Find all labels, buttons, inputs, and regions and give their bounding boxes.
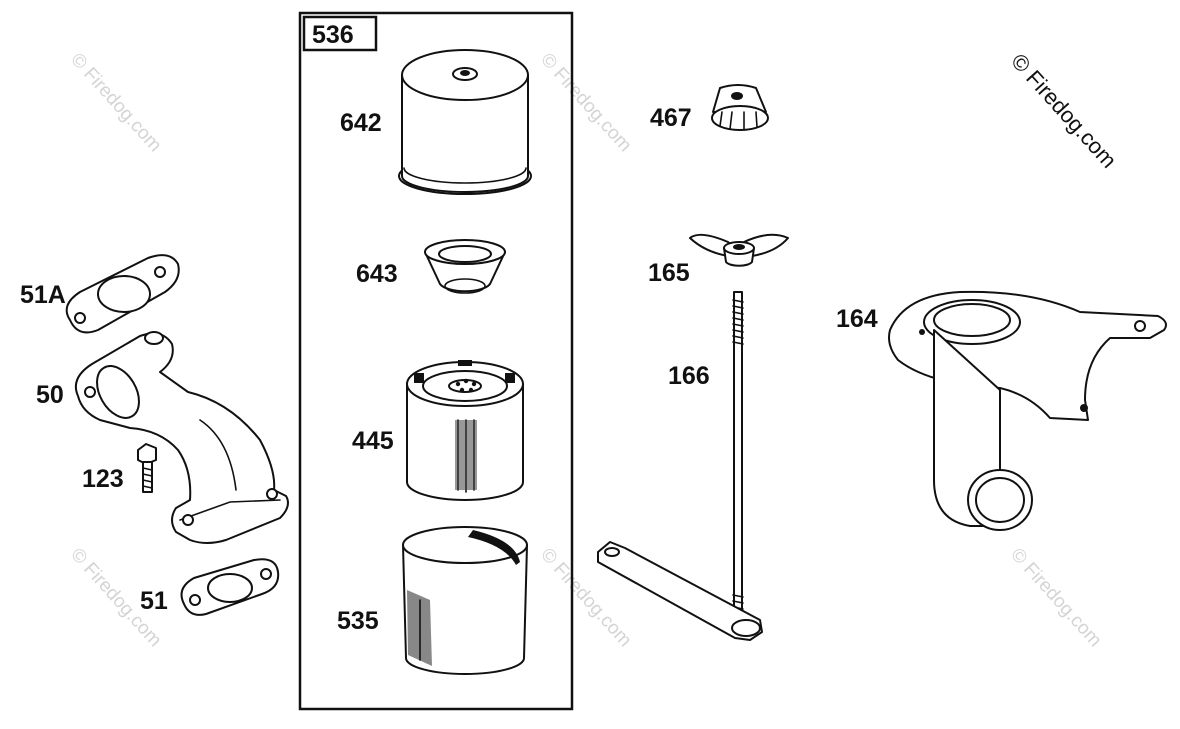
label-50: 50 xyxy=(36,381,64,409)
part-165-wingnut xyxy=(689,233,789,267)
label-164: 164 xyxy=(836,305,878,333)
part-166-stud xyxy=(597,291,763,641)
watermark-tile: © Firedog.com xyxy=(1006,544,1105,651)
kit-536-frame: 536 xyxy=(298,11,574,711)
watermark-tile: © Firedog.com xyxy=(66,49,165,156)
label-467: 467 xyxy=(650,104,692,132)
corner-watermark: © Firedog.com xyxy=(1006,49,1121,173)
label-165: 165 xyxy=(648,259,690,287)
part-467-knob xyxy=(711,84,769,131)
part-164-elbow xyxy=(888,290,1167,531)
part-643-seal xyxy=(424,239,506,294)
part-445-filter xyxy=(406,360,524,501)
part-535-precleaner xyxy=(402,526,528,675)
part-51-gasket xyxy=(180,558,280,616)
part-50-elbow xyxy=(74,331,289,544)
label-445: 445 xyxy=(352,427,394,455)
kit-label: 536 xyxy=(312,21,354,49)
part-51A-gasket xyxy=(65,254,180,334)
label-642: 642 xyxy=(340,109,382,137)
part-labels: 642 643 445 535 467 165 166 164 51A 50 1… xyxy=(20,104,878,635)
label-123: 123 xyxy=(82,465,124,493)
part-123-bolt xyxy=(137,443,157,493)
label-51: 51 xyxy=(140,587,168,615)
label-535: 535 xyxy=(337,607,379,635)
label-166: 166 xyxy=(668,362,710,390)
label-643: 643 xyxy=(356,260,398,288)
watermark-tile: © Firedog.com xyxy=(536,49,635,156)
label-51A: 51A xyxy=(20,281,66,309)
part-642-cover xyxy=(398,49,532,195)
